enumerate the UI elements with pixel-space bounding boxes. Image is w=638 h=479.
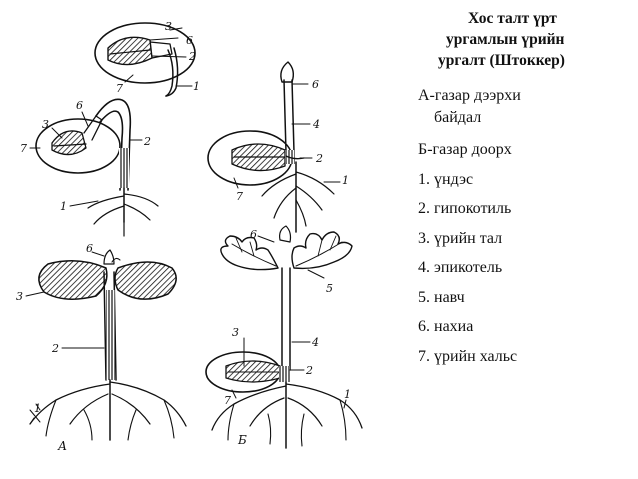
callout-6: 6 [312, 78, 319, 91]
callout-7: 7 [236, 190, 243, 203]
callout-7: 7 [20, 142, 27, 155]
stage-1-callouts: 3 6 2 7 1 [116, 20, 200, 95]
legend-item-a-cont: байдал [434, 109, 482, 126]
callout-3: 3 [42, 118, 49, 131]
legend-item-2: 2. гипокотиль [418, 200, 512, 217]
legend-item-1: 1. үндэс [418, 170, 474, 188]
callout-2: 2 [51, 342, 59, 355]
callout-5: 5 [326, 282, 333, 295]
callout-6: 6 [86, 242, 93, 255]
diagram-title: Хос талт үрт ургамлын үрийн ургалт (Шток… [438, 8, 633, 71]
legend-item-7: 7. үрийн хальс [418, 347, 518, 365]
callout-2: 2 [315, 152, 323, 165]
legend-item-3: 3. үрийн тал [418, 229, 503, 247]
callout-6: 6 [250, 228, 257, 241]
callout-1: 1 [342, 174, 349, 187]
callout-7: 7 [224, 394, 231, 407]
callout-2: 2 [305, 364, 313, 377]
legend-item-5: 5. навч [418, 288, 465, 306]
callout-6: 6 [186, 34, 193, 47]
stage-label-b: Б [237, 433, 247, 447]
callout-4: 4 [311, 336, 319, 349]
legend-item-4: 4. эпикотель [418, 259, 503, 276]
callout-1: 1 [34, 402, 41, 415]
legend-item-a: А-газар дээрхи байдал [418, 85, 633, 129]
legend-item-b: Б-газар доорх [418, 141, 512, 158]
callout-7: 7 [116, 82, 123, 95]
stage-5-callouts: 6 5 4 3 2 7 1 Б [224, 228, 351, 447]
callout-3: 3 [16, 290, 23, 303]
stage-4-callouts: 6 3 2 1 А [16, 242, 93, 453]
callout-2: 2 [143, 135, 151, 148]
stage-2-arched-seedling [29, 98, 159, 237]
callout-3: 3 [232, 326, 239, 339]
callout-1: 1 [344, 388, 351, 401]
callout-1: 1 [193, 80, 200, 93]
callout-2: 2 [188, 50, 196, 63]
stage-5-plant-leaves [205, 225, 363, 449]
stage-2-callouts: 6 3 7 2 1 [20, 99, 151, 213]
stage-label-a: А [57, 439, 67, 453]
title-line-3: ургалт (Штоккер) [438, 52, 565, 69]
legend-item-6: 6. нахиа [418, 318, 474, 335]
callout-4: 4 [312, 118, 320, 131]
stage-1-seed [94, 22, 196, 97]
legend-panel: Хос талт үрт ургамлын үрийн ургалт (Шток… [418, 8, 633, 371]
callout-6: 6 [76, 99, 83, 112]
stage-4-seedling-cotyledons [25, 249, 187, 441]
title-line-1: Хос талт үрт [468, 10, 557, 27]
title-line-2: ургамлын үрийн [446, 31, 565, 48]
stage-3-callouts: 6 4 2 1 7 [236, 78, 349, 203]
callout-3: 3 [165, 20, 172, 33]
callout-1: 1 [60, 200, 67, 213]
legend-item-a-text: А-газар дээрхи [418, 87, 521, 104]
stage-3-upright-seedling [207, 61, 341, 233]
